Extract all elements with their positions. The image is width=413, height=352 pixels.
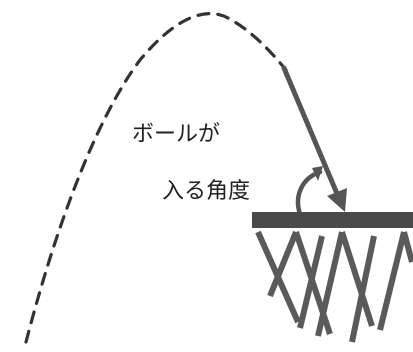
angle-label-line1: ボールが	[132, 122, 221, 147]
angle-arc-icon	[295, 169, 323, 217]
basketball-hoop-icon	[252, 212, 413, 343]
angle-arc-arrowhead	[312, 166, 323, 181]
arrow-icon	[281, 65, 347, 212]
angle-label-line2: 入る角度	[162, 179, 251, 204]
ball-trajectory-dashed-line	[24, 12, 288, 344]
